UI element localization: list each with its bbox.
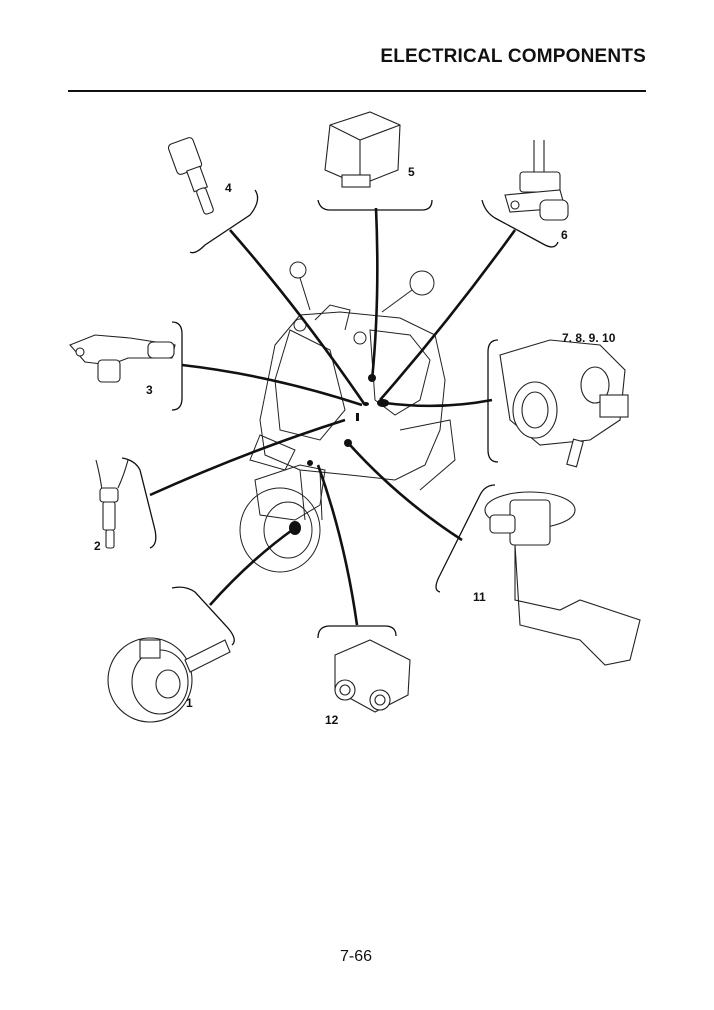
page-title: ELECTRICAL COMPONENTS: [380, 46, 646, 67]
fuel-pump-11-illustration: [484, 491, 641, 666]
sensor-4-illustration: [167, 137, 214, 215]
callout-label-12: 12: [325, 713, 339, 727]
header-rule: [68, 90, 646, 92]
callout-label-2: 2: [94, 539, 101, 553]
callout-brackets: [121, 189, 559, 646]
callout-label-5: 5: [408, 165, 415, 179]
callout-label-4: 4: [225, 181, 232, 195]
page-number: 7-66: [340, 948, 373, 965]
throttle-body-illustration: [499, 339, 629, 468]
motorcycle-illustration: [239, 261, 456, 573]
sensor-3-illustration: [69, 334, 176, 383]
sensor-12-illustration: [334, 639, 411, 713]
callout-label-7-10: 7. 8. 9. 10: [562, 331, 616, 345]
ecu-5-illustration: [324, 111, 401, 188]
callout-label-11: 11: [473, 590, 486, 604]
component-1-illustration: [107, 637, 231, 723]
leader-lines: [149, 207, 517, 626]
component-sketches: [69, 111, 641, 723]
o2-sensor-2-illustration: [95, 459, 129, 549]
sensor-6-illustration: [504, 140, 569, 221]
callout-label-6: 6: [561, 228, 568, 242]
callout-label-1: 1: [186, 696, 193, 710]
callout-label-3: 3: [146, 383, 153, 397]
